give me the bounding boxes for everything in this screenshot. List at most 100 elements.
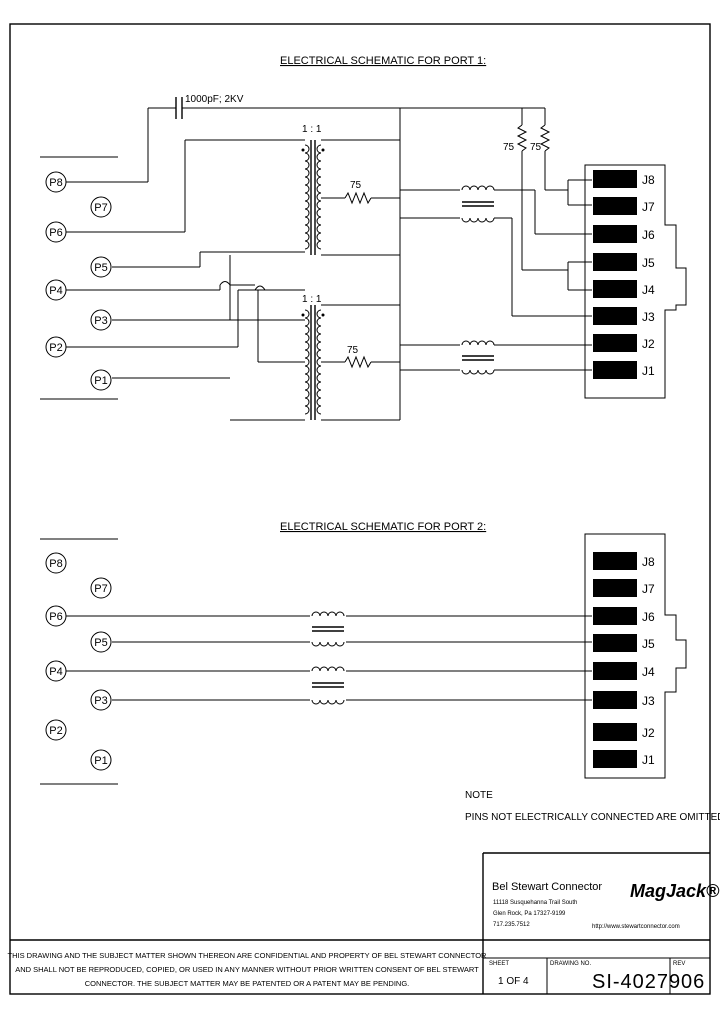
port2-pins: P8 P7 P6 P5 P4 P3 P2 P1 [45, 552, 112, 771]
capacitor-label: 1000pF; 2KV [185, 94, 244, 105]
port1-pin-p7: P7 [90, 196, 112, 218]
port1-contact-j2: J2 [593, 334, 655, 352]
svg-text:P6: P6 [49, 611, 62, 623]
svg-text:P8: P8 [49, 177, 62, 189]
port1-contact-j1: J1 [593, 361, 655, 379]
svg-text:J1: J1 [642, 364, 655, 378]
disclaimer-line-3: CONNECTOR. THE SUBJECT MATTER MAY BE PAT… [85, 979, 410, 988]
resistor-label-top: 75 [350, 180, 362, 191]
port1-wiring [184, 139, 305, 421]
resistor-label-b: 75 [530, 142, 542, 153]
svg-text:P5: P5 [94, 637, 107, 649]
svg-text:P1: P1 [94, 375, 107, 387]
svg-text:P2: P2 [49, 342, 62, 354]
svg-text:P4: P4 [49, 285, 62, 297]
port2-pin-p1: P1 [90, 749, 112, 771]
port2-pin-p8: P8 [45, 552, 67, 574]
port2-contact-j1: J1 [593, 750, 655, 768]
port2-pin-p5: P5 [90, 631, 112, 653]
port2-jack [584, 533, 687, 779]
svg-text:P3: P3 [94, 315, 107, 327]
magjack-logo: MagJack® [630, 881, 720, 901]
note-text: PINS NOT ELECTRICALLY CONNECTED ARE OMIT… [465, 812, 720, 823]
port2-chokes [310, 600, 346, 712]
svg-text:J3: J3 [642, 310, 655, 324]
svg-text:J7: J7 [642, 200, 655, 214]
rev-value: 06 [681, 971, 705, 993]
port2-contact-j3: J3 [593, 691, 655, 709]
transformer-top: 1 : 1 [301, 124, 325, 255]
port1-contact-j3: J3 [593, 307, 655, 325]
port2-contact-j5: J5 [593, 634, 655, 652]
company-name: Bel Stewart Connector [492, 881, 602, 893]
port1-chokes [461, 185, 495, 375]
capacitor [147, 97, 545, 182]
svg-text:P5: P5 [94, 262, 107, 274]
resistor-label-bottom: 75 [347, 345, 359, 356]
svg-text:1 : 1: 1 : 1 [302, 124, 322, 135]
svg-text:J8: J8 [642, 555, 655, 569]
port2-title: ELECTRICAL SCHEMATIC FOR PORT 2: [280, 521, 486, 533]
transformer-bottom: 1 : 1 [301, 294, 325, 420]
port2-contact-j6: J6 [593, 607, 655, 625]
svg-text:J5: J5 [642, 256, 655, 270]
website-url: http://www.stewartconnector.com [592, 924, 680, 930]
rev-label: REV [673, 961, 685, 967]
svg-text:J3: J3 [642, 694, 655, 708]
title-block [10, 852, 710, 994]
svg-text:J6: J6 [642, 228, 655, 242]
svg-text:P2: P2 [49, 725, 62, 737]
sheet-label: SHEET [489, 961, 509, 967]
port1-contact-j8: J8 [593, 170, 655, 188]
svg-text:J1: J1 [642, 753, 655, 767]
svg-text:J4: J4 [642, 665, 655, 679]
drawing-no-label: DRAWING NO. [550, 961, 591, 967]
note-title: NOTE [465, 790, 493, 801]
svg-text:1 : 1: 1 : 1 [302, 294, 322, 305]
port2-contact-j7: J7 [593, 579, 655, 597]
port1-secondary-wiring [321, 108, 460, 421]
port1-jack [584, 164, 687, 399]
port1-pin-p4: P4 [45, 279, 67, 301]
port2-contact-j8: J8 [593, 552, 655, 570]
port1-pin-stubs [40, 156, 238, 400]
svg-text:J4: J4 [642, 283, 655, 297]
svg-text:J7: J7 [642, 582, 655, 596]
disclaimer-line-1: THIS DRAWING AND THE SUBJECT MATTER SHOW… [8, 951, 488, 960]
port1-pin-p5: P5 [90, 256, 112, 278]
port2-pin-p3: P3 [90, 689, 112, 711]
port2-pin-p7: P7 [90, 577, 112, 599]
svg-text:J2: J2 [642, 337, 655, 351]
disclaimer-line-2: AND SHALL NOT BE REPRODUCED, COPIED, OR … [15, 965, 479, 974]
port2-contact-j4: J4 [593, 662, 655, 680]
svg-text:J5: J5 [642, 637, 655, 651]
port2-pin-p2: P2 [45, 719, 67, 741]
port1-pin-p2: P2 [45, 336, 67, 358]
svg-text:P1: P1 [94, 755, 107, 767]
company-phone: 717.235.7512 [493, 922, 530, 928]
port1-pin-p8: P8 [45, 171, 67, 193]
port1-pin-p6: P6 [45, 221, 67, 243]
port1-contact-j5: J5 [593, 253, 655, 271]
svg-text:P8: P8 [49, 558, 62, 570]
svg-text:P4: P4 [49, 666, 62, 678]
svg-text:J8: J8 [642, 173, 655, 187]
port1-pin-p3: P3 [90, 309, 112, 331]
port1-contact-j4: J4 [593, 280, 655, 298]
port1-pins: P8 P7 P6 P5 P4 P3 P2 P1 [45, 171, 112, 391]
port2-pin-p6: P6 [45, 605, 67, 627]
port1-contact-j6: J6 [593, 225, 655, 243]
svg-text:P6: P6 [49, 227, 62, 239]
port2-pin-p4: P4 [45, 660, 67, 682]
svg-text:P7: P7 [94, 583, 107, 595]
svg-text:P3: P3 [94, 695, 107, 707]
drawing-number: SI-40279 [592, 971, 681, 993]
port2-contact-j2: J2 [593, 723, 655, 741]
port1-jack-contacts: J8 J7 J6 J5 J4 J3 J2 J1 [593, 170, 655, 379]
svg-text:P7: P7 [94, 202, 107, 214]
port1-pin-p1: P1 [90, 369, 112, 391]
sheet-value: 1 OF 4 [498, 976, 529, 987]
port2-jack-contacts: J8 J7 J6 J5 J4 J3 J2 J1 [593, 552, 655, 768]
port1-contact-j7: J7 [593, 197, 655, 215]
